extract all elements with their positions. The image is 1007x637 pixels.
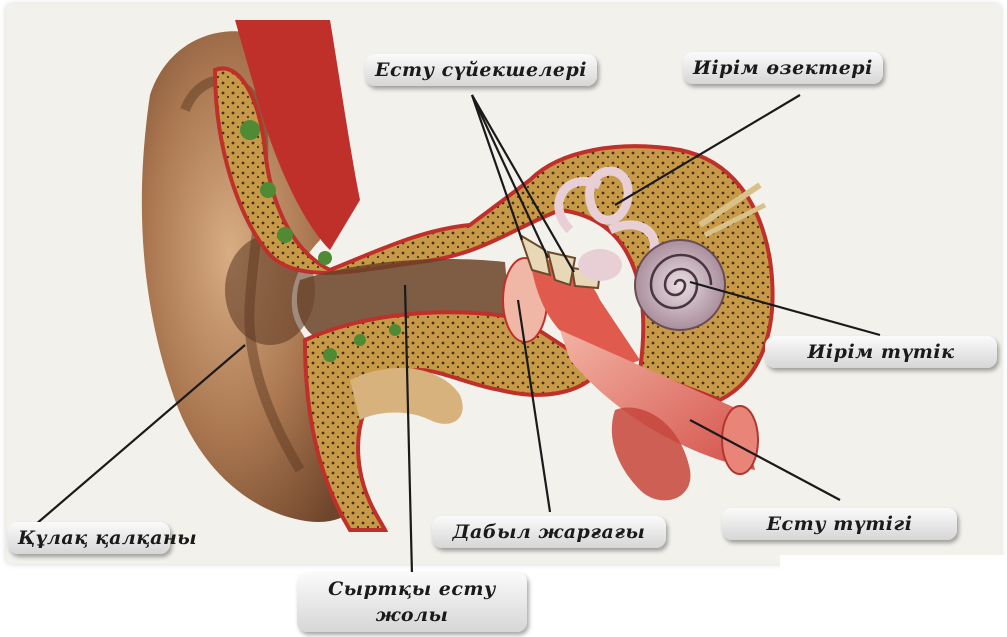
label-auricle: Құлақ қалқаны	[8, 522, 197, 554]
tympanic-cavity	[530, 259, 640, 364]
label-semicircular-canals: Иірім өзектері	[683, 52, 883, 84]
label-cochlea: Иірім түтік	[765, 336, 997, 368]
leader-cochlea	[689, 280, 881, 337]
tube-muscle	[611, 407, 691, 501]
fat-dot-5	[323, 348, 337, 362]
fat-dot-3	[277, 227, 293, 243]
semicircular-canal-2	[554, 176, 602, 234]
label-ear-canal-line1: Сыртқы есту	[328, 578, 496, 600]
leader-ossicles-3	[471, 94, 575, 273]
fat-dot-4	[318, 251, 332, 265]
semicircular-canal-1	[585, 166, 633, 225]
panel-corner-cutout	[780, 555, 1007, 637]
ear-canal	[296, 259, 510, 340]
leader-auditory-tube	[689, 419, 841, 501]
leader-ear-canal	[403, 284, 414, 576]
leader-eardrum	[516, 299, 552, 513]
label-eardrum: Дабыл жарғағы	[432, 516, 666, 548]
fat-dot-7	[389, 324, 401, 336]
label-ear-canal-line2: жолы	[375, 604, 449, 626]
leader-ossicles-1	[470, 94, 524, 241]
upper-muscle	[235, 20, 360, 250]
leader-lines	[34, 94, 881, 576]
label-ear-canal: Сыртқы есту жолы	[297, 572, 527, 632]
mastoid	[350, 368, 463, 424]
nerve-bundle	[698, 182, 762, 228]
nerve-bundle-2	[703, 202, 767, 238]
auditory-tube	[560, 330, 755, 470]
ossicle-malleus	[518, 232, 552, 277]
leader-ossicles-2	[471, 94, 549, 259]
label-auditory-tube: Есту түтігі	[722, 508, 957, 540]
fat-dot-2	[260, 182, 276, 198]
leader-semicircular	[614, 94, 801, 206]
fat-dot-1	[240, 120, 260, 140]
fat-dot-6	[354, 334, 366, 346]
vestibule	[578, 249, 622, 281]
auditory-tube-opening	[721, 405, 759, 475]
label-ossicles: Есту сүйекшелері	[365, 54, 598, 86]
leader-auricle	[34, 344, 246, 526]
